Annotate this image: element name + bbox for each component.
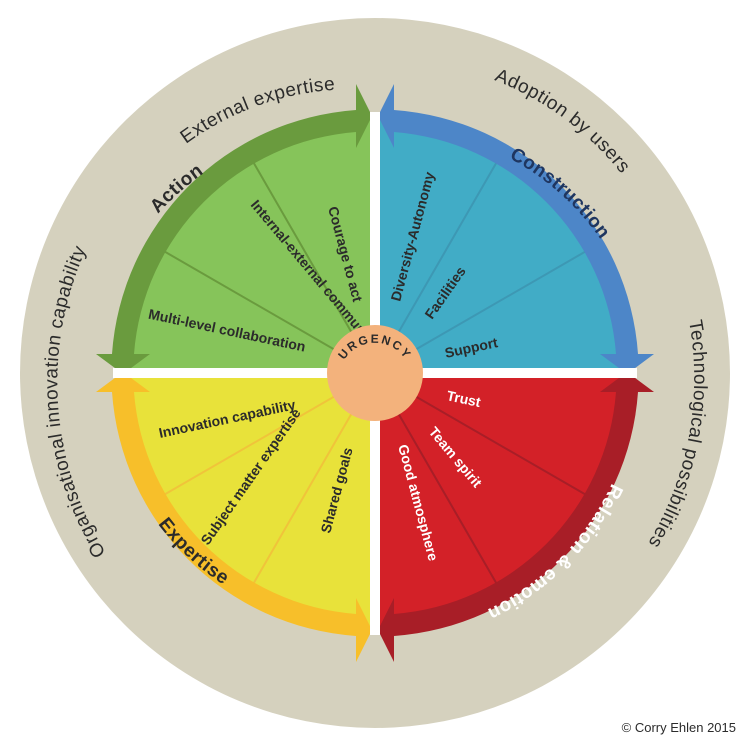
construction-arrow [378,84,654,374]
relation-quadrant [375,373,629,627]
relation-arrow [378,372,654,662]
expertise-quadrant [121,373,375,627]
construction-quadrant [375,119,629,373]
urgency-center-circle [327,325,423,421]
copyright-notice: © Corry Ehlen 2015 [621,720,736,735]
trust-label: Trust [445,387,482,410]
action-arrow [96,84,372,374]
expertise-arrow [96,372,372,662]
action-quadrant [121,119,375,373]
